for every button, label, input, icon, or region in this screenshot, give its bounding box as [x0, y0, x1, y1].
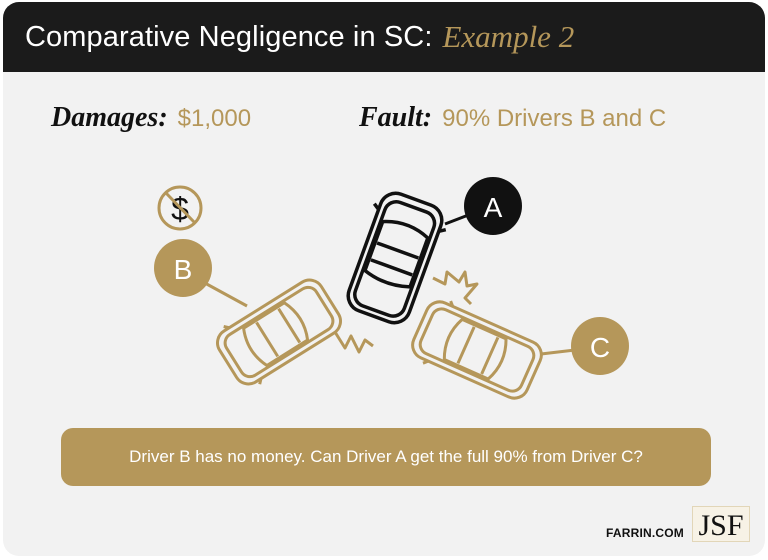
fault-value: 90% Drivers B and C — [442, 105, 667, 132]
damages-value: $1,000 — [177, 105, 252, 132]
svg-text:A: A — [484, 192, 503, 223]
logo-text: JSF — [698, 509, 744, 542]
driver-b-bubble: B — [154, 239, 248, 308]
jsf-logo: JSF — [692, 506, 750, 542]
header-bar: Comparative Negligence in SC: Example 2 — [3, 2, 765, 72]
svg-text:B: B — [174, 254, 193, 285]
question-text: Driver B has no money. Can Driver A get … — [129, 447, 643, 466]
site-url: FARRIN.COM — [606, 526, 684, 540]
infographic-card: Comparative Negligence in SC: Example 2 … — [3, 2, 765, 556]
svg-text:C: C — [590, 332, 610, 363]
fault-label: Fault: — [359, 102, 433, 133]
car-c-icon — [411, 300, 543, 400]
impact-burst-icon — [333, 331, 374, 354]
damages-stat: Damages: $1,000 — [51, 102, 251, 134]
driver-a-bubble: A — [444, 177, 522, 235]
crash-diagram: $ B A — [154, 177, 629, 400]
car-b-icon — [216, 278, 342, 386]
question-banner: Driver B has no money. Can Driver A get … — [61, 428, 711, 486]
impact-burst-icon — [432, 270, 479, 306]
no-money-icon: $ — [157, 185, 203, 231]
damages-label: Damages: — [51, 102, 168, 133]
car-a-icon — [346, 191, 447, 325]
page-subtitle: Example 2 — [442, 19, 575, 54]
driver-c-bubble: C — [540, 317, 629, 375]
page-title: Comparative Negligence in SC: — [25, 20, 433, 53]
fault-stat: Fault: 90% Drivers B and C — [359, 102, 666, 134]
